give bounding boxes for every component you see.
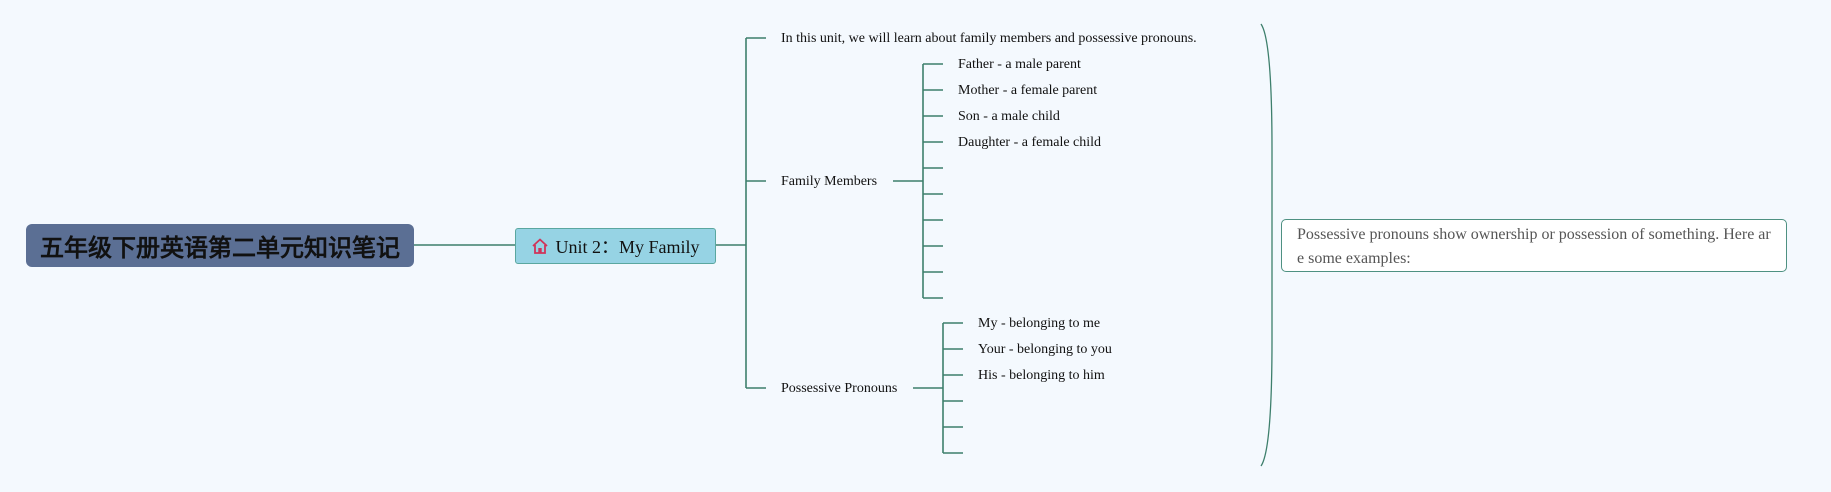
pronoun-item[interactable]: My - belonging to me [978,316,1101,331]
pronoun-item[interactable]: Your - belonging to you [978,342,1112,357]
home-icon [532,238,549,254]
family-member-item[interactable]: Son - a male child [958,109,1060,124]
family-member-item[interactable]: Mother - a female parent [958,83,1098,98]
unit-topic-label: Unit 2：My Family [555,237,700,257]
unit-topic[interactable]: Unit 2：My Family [515,228,716,264]
intro-topic[interactable]: In this unit, we will learn about family… [781,31,1197,46]
family-members-topic[interactable]: Family Members [781,174,878,189]
root-topic[interactable]: 五年级下册英语第二单元知识笔记 [26,224,414,267]
summary-note[interactable]: Possessive pronouns show ownership or po… [1281,219,1787,272]
family-member-item[interactable]: Daughter - a female child [958,135,1102,150]
family-member-item[interactable]: Father - a male parent [958,57,1081,72]
pronoun-item[interactable]: His - belonging to him [978,368,1105,383]
possessive-pronouns-topic[interactable]: Possessive Pronouns [781,381,898,396]
root-topic-label: 五年级下册英语第二单元知识笔记 [40,234,400,262]
summary-brace [1260,23,1273,467]
